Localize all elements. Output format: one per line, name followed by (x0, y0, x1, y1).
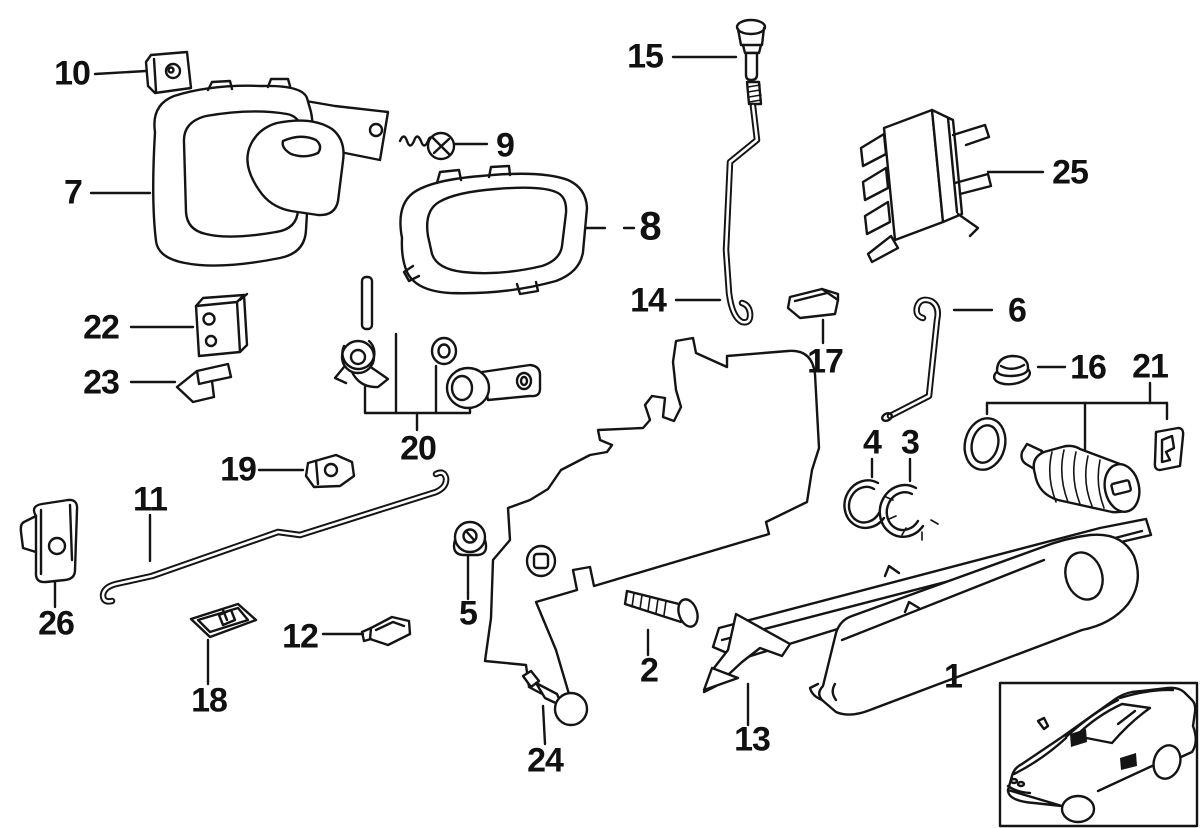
front-door-marker (1070, 729, 1087, 747)
part-1-drawing (808, 533, 1140, 716)
car-inset (998, 681, 1199, 828)
part-4-drawing (843, 479, 886, 530)
part-12-drawing (360, 615, 412, 647)
part-label-21: 21 (1132, 347, 1169, 386)
part-label-4: 4 (863, 423, 882, 462)
part-17-drawing (786, 287, 840, 320)
part-23-drawing (175, 362, 233, 404)
part-8-drawing (399, 164, 589, 296)
part-11-drawing (99, 469, 450, 605)
part-label-11: 11 (133, 480, 168, 519)
car-outline (1006, 686, 1197, 824)
part-label-25: 25 (1052, 153, 1089, 192)
part-6-drawing (881, 296, 941, 423)
part-3-drawing (878, 483, 939, 541)
part-label-3: 3 (901, 423, 920, 462)
part-label-17: 17 (807, 342, 844, 381)
part-label-26: 26 (38, 604, 75, 643)
part-label-24: 24 (527, 741, 564, 780)
part-label-2: 2 (640, 651, 659, 690)
door-panel-drawing (483, 336, 821, 713)
part-label-16: 16 (1070, 348, 1107, 387)
part-label-5: 5 (459, 594, 478, 633)
rear-door-marker (1120, 753, 1137, 770)
part-8-highlight (622, 203, 672, 252)
part-label-9: 9 (496, 126, 515, 165)
part-14-drawing (722, 80, 763, 326)
part-26-drawing (19, 498, 79, 584)
part-label-13: 13 (734, 720, 771, 759)
part-21-drawing (963, 417, 1141, 514)
part-21-gasket-drawing (1153, 426, 1185, 472)
part-10-drawing (144, 50, 193, 95)
part-5-drawing (452, 520, 488, 557)
part-18-drawing (189, 602, 258, 639)
part-label-10: 10 (54, 54, 91, 93)
part-label-20: 20 (400, 429, 437, 468)
part-9-drawing (398, 131, 456, 161)
part-13-drawing (702, 612, 792, 694)
part-15-drawing (735, 18, 767, 82)
part-label-22: 22 (83, 308, 120, 347)
part-7-drawing (152, 77, 390, 267)
part-label-12: 12 (282, 617, 319, 656)
part-label-23: 23 (83, 363, 120, 402)
part-label-8: 8 (639, 204, 661, 249)
part-16-drawing (992, 354, 1032, 386)
part-24-drawing (521, 669, 589, 727)
part-19-drawing (304, 453, 356, 489)
leader-lines (53, 55, 1169, 746)
part-label-15: 15 (627, 37, 664, 76)
part-label-14: 14 (630, 281, 667, 320)
part-20-drawing (333, 275, 542, 410)
part-22-drawing (194, 292, 249, 358)
part-label-7: 7 (64, 173, 83, 212)
part-label-18: 18 (191, 681, 228, 720)
part-label-6: 6 (1008, 291, 1027, 330)
part-25-drawing (859, 108, 993, 264)
part-label-1: 1 (944, 657, 963, 696)
part-label-19: 19 (220, 450, 257, 489)
part-2-drawing (623, 589, 699, 628)
